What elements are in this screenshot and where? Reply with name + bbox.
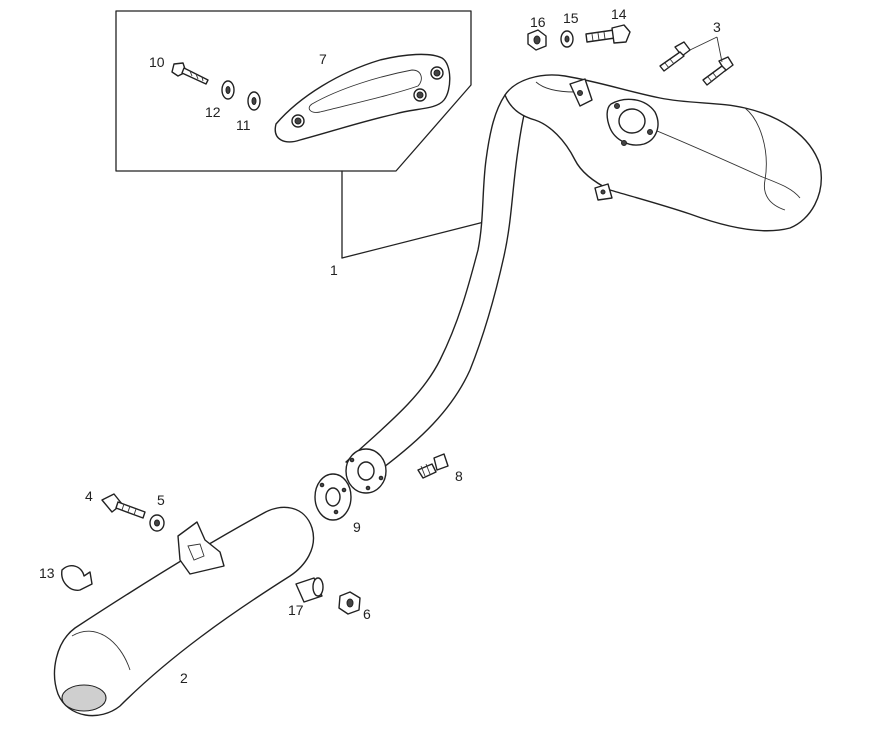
bolt-part-4[interactable] bbox=[101, 493, 146, 519]
spacer-part-17[interactable] bbox=[295, 577, 324, 603]
nut-part-6[interactable] bbox=[338, 591, 361, 615]
callout-8: 8 bbox=[455, 468, 463, 484]
callout-7: 7 bbox=[319, 51, 327, 67]
callout-15: 15 bbox=[563, 10, 579, 26]
leader-lines bbox=[689, 36, 723, 63]
bolt-part-3b[interactable] bbox=[702, 56, 734, 86]
nut-part-16[interactable] bbox=[527, 29, 547, 51]
flange-part-9[interactable] bbox=[314, 448, 387, 521]
bolt-part-14[interactable] bbox=[585, 24, 631, 44]
callout-5: 5 bbox=[157, 492, 165, 508]
screw-part-10[interactable] bbox=[171, 62, 209, 85]
exhaust-header-part-1[interactable] bbox=[345, 74, 822, 471]
silencer-part-2[interactable] bbox=[53, 506, 315, 717]
callout-1: 1 bbox=[330, 262, 338, 278]
callout-6: 6 bbox=[363, 606, 371, 622]
rubber-cap-part-13[interactable] bbox=[61, 565, 93, 591]
callout-14: 14 bbox=[611, 6, 627, 22]
callout-9: 9 bbox=[353, 519, 361, 535]
heat-shield-part-7[interactable] bbox=[274, 53, 451, 143]
callout-13: 13 bbox=[39, 565, 55, 581]
washer-part-15[interactable] bbox=[560, 30, 574, 48]
callout-16: 16 bbox=[530, 14, 546, 30]
washer-part-12[interactable] bbox=[221, 80, 235, 100]
washer-part-11[interactable] bbox=[247, 91, 261, 111]
callout-11: 11 bbox=[236, 117, 251, 133]
callouts: 1 2 3 4 5 6 7 8 9 10 11 12 13 14 15 16 1… bbox=[39, 6, 721, 686]
bolt-part-3a[interactable] bbox=[659, 41, 691, 72]
callout-2: 2 bbox=[180, 670, 188, 686]
callout-10: 10 bbox=[149, 54, 165, 70]
bolt-part-8[interactable] bbox=[417, 453, 449, 479]
callout-12: 12 bbox=[205, 104, 221, 120]
callout-17: 17 bbox=[288, 602, 304, 618]
washer-part-5[interactable] bbox=[149, 514, 165, 532]
callout-3: 3 bbox=[713, 19, 721, 35]
callout-4: 4 bbox=[85, 488, 93, 504]
inset-box bbox=[115, 10, 485, 259]
